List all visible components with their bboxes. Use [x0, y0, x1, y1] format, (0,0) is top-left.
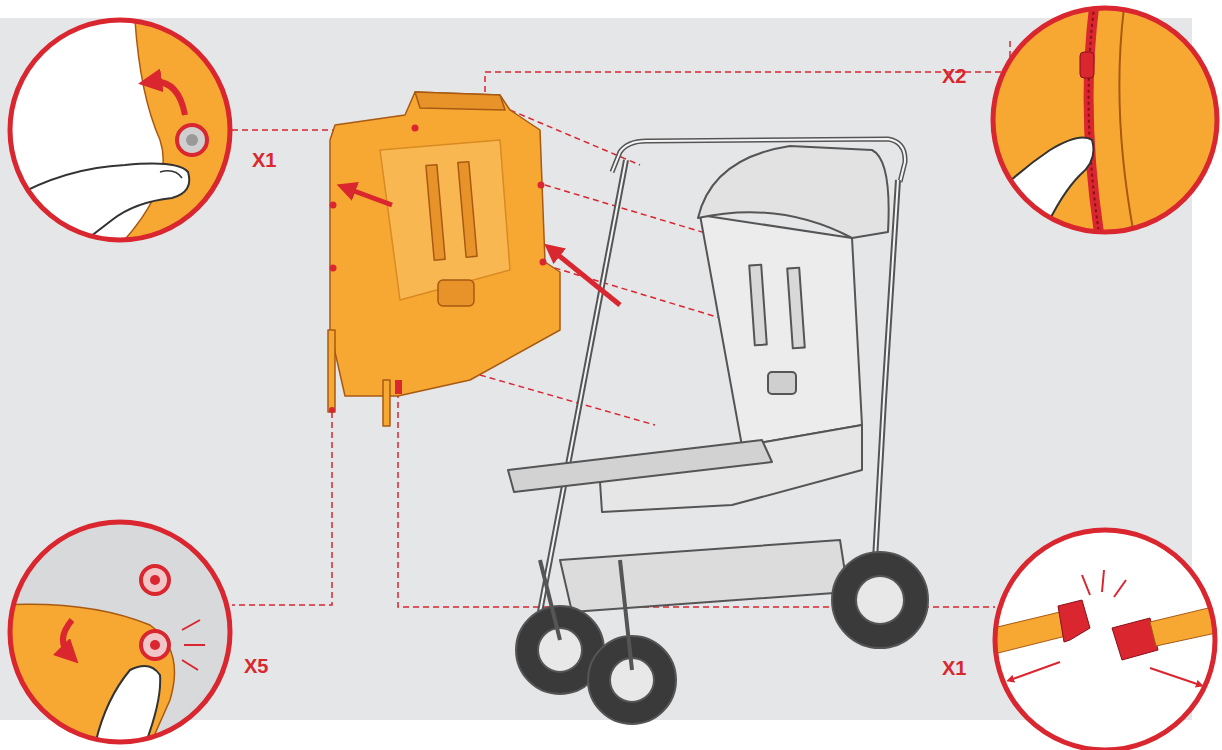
canopy: [698, 146, 889, 238]
detail-circle: [985, 530, 1222, 750]
seat-liner: [328, 92, 560, 426]
harness-strap: [458, 162, 477, 258]
callout-wrap: X1: [942, 658, 966, 679]
callout-count: X1: [942, 657, 966, 679]
thumbnail: [160, 171, 182, 178]
snap: [177, 125, 207, 155]
harness-strap: [787, 268, 805, 349]
circle-ground: [993, 8, 1217, 232]
zipper-pull: [1080, 52, 1094, 78]
harness-strap: [426, 165, 445, 261]
snap-dot: [412, 125, 419, 132]
circle-border: [10, 522, 230, 742]
fabric: [0, 604, 175, 745]
stroller-seat: [700, 215, 862, 446]
frame-tube: [875, 180, 898, 560]
buckle-male: [1058, 600, 1090, 642]
snap: [141, 566, 169, 594]
leader-lines: [232, 40, 1010, 607]
snap-dot: [330, 265, 337, 272]
fabric: [120, 20, 240, 245]
frame-tube: [540, 160, 626, 612]
liner-body: [330, 92, 560, 396]
callout-wrap: X1: [252, 150, 276, 171]
arrow: [1150, 668, 1200, 685]
circle-border: [10, 20, 230, 240]
callout-wrap: X2: [942, 66, 966, 87]
snap-dots: [329, 125, 547, 414]
strap: [383, 380, 390, 426]
snap-dot: [329, 407, 335, 413]
snap-dot: [540, 259, 547, 266]
callout-count: X2: [942, 65, 966, 87]
snap: [150, 640, 160, 650]
hand: [990, 138, 1094, 240]
zipper-teeth: [1089, 0, 1100, 240]
detail-circle: [0, 20, 240, 260]
snap: [150, 575, 160, 585]
wheel: [588, 636, 676, 724]
fork: [540, 560, 632, 670]
frame-tube: [875, 180, 898, 560]
stroller: [508, 139, 928, 724]
basket: [560, 540, 848, 612]
frame-tube: [540, 160, 626, 612]
callout-wrap: X5: [244, 656, 268, 677]
liner-top: [415, 92, 505, 110]
arrow: [552, 250, 620, 305]
buckle: [438, 280, 474, 306]
wheel: [832, 552, 928, 648]
click-marks: [1082, 570, 1126, 597]
leader-line: [480, 375, 655, 425]
arrow: [63, 620, 72, 655]
snap-dot: [538, 182, 545, 189]
buckle: [395, 380, 402, 394]
snap-dot: [330, 202, 337, 209]
arrow: [150, 82, 185, 115]
click-marks: [182, 620, 205, 670]
callout-count: X1: [252, 149, 276, 171]
circle-border: [993, 8, 1217, 232]
bumper-bar: [508, 440, 772, 492]
snap: [186, 134, 198, 146]
leader-line: [485, 40, 1010, 92]
buckle: [768, 372, 796, 394]
hand: [95, 666, 160, 745]
detail-circle: [990, 0, 1217, 240]
liner-inner: [380, 140, 510, 300]
snap: [141, 631, 169, 659]
hub: [856, 576, 904, 624]
detail-circle: [0, 522, 230, 745]
harness-strap: [749, 265, 767, 346]
seam: [1119, 0, 1135, 240]
arrows: [346, 188, 620, 305]
leader-line: [545, 185, 712, 235]
callout-count: X5: [244, 655, 268, 677]
arrow: [1010, 662, 1060, 680]
zipper: [1089, 0, 1100, 240]
leader-line: [232, 412, 332, 605]
strap: [328, 330, 335, 412]
hand: [0, 164, 189, 260]
circle-border: [995, 530, 1215, 750]
arrow: [346, 188, 392, 205]
